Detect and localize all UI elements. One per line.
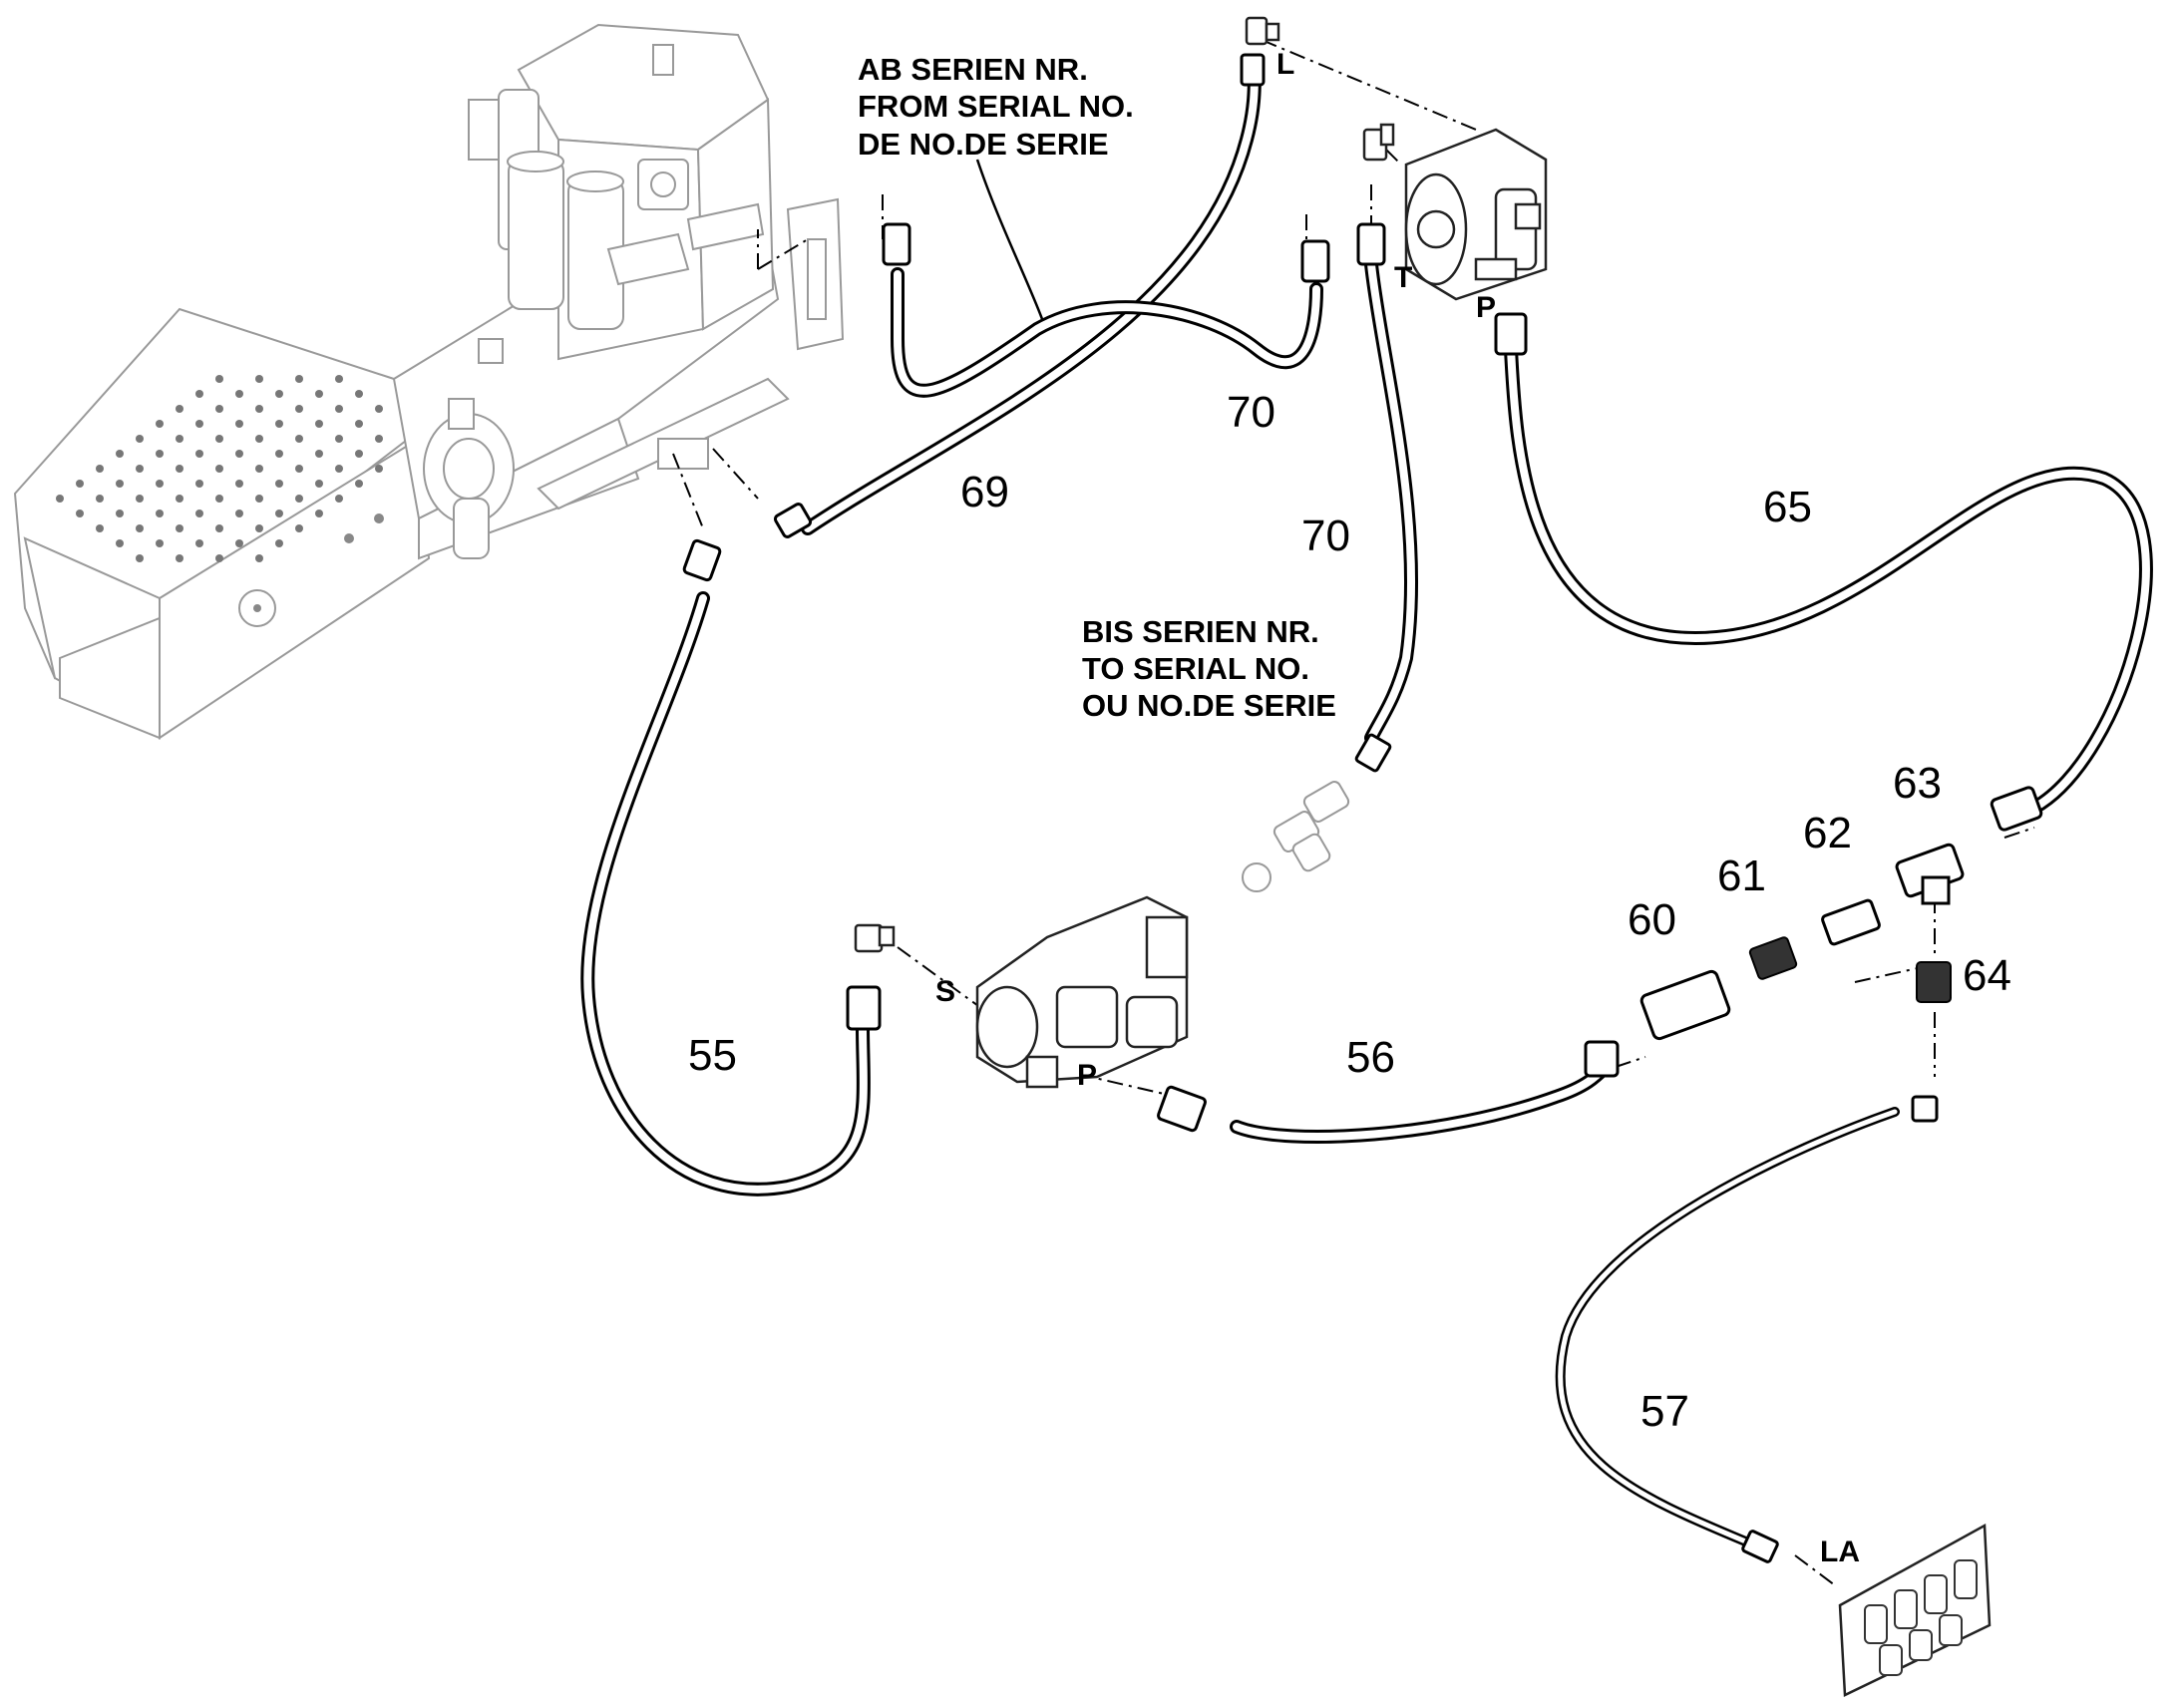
port-label-la: LA bbox=[1820, 1536, 1860, 1568]
hose-69 bbox=[801, 63, 1262, 535]
fitting-70-right bbox=[1300, 239, 1330, 283]
l-port-bracket bbox=[1245, 16, 1280, 46]
fitting-65-p bbox=[1494, 312, 1528, 356]
engine-tank-assembly bbox=[13, 23, 845, 740]
fitting-56-end bbox=[1584, 1040, 1620, 1078]
fitting-57-top bbox=[1911, 1095, 1939, 1123]
callout-65: 65 bbox=[1763, 483, 1812, 531]
s-port-bracket bbox=[854, 923, 896, 953]
callout-60: 60 bbox=[1628, 895, 1676, 944]
port-label-p-upper: P bbox=[1476, 291, 1496, 324]
hose-55 bbox=[580, 591, 871, 1196]
from-serial-note-line-3: DE NO.DE SERIE bbox=[858, 127, 1109, 162]
fitting-70-left bbox=[882, 222, 911, 266]
callout-63: 63 bbox=[1893, 759, 1942, 808]
note-leader-line bbox=[975, 159, 1044, 320]
to-serial-note-line-3: OU NO.DE SERIE bbox=[1082, 688, 1336, 723]
hose-70-lower bbox=[1364, 257, 1419, 745]
callout-61: 61 bbox=[1717, 852, 1766, 900]
callout-70-lower: 70 bbox=[1301, 512, 1350, 560]
part-62-adapter bbox=[1821, 898, 1881, 946]
fitting-57-la bbox=[1741, 1530, 1779, 1563]
port-label-s: S bbox=[935, 975, 955, 1008]
part-60-filter bbox=[1639, 969, 1731, 1041]
port-label-t: T bbox=[1394, 261, 1412, 294]
part-61-nipple bbox=[1748, 936, 1798, 980]
callout-55: 55 bbox=[688, 1031, 737, 1080]
to-serial-note-line-1: BIS SERIEN NR. bbox=[1082, 614, 1319, 649]
hose-70-upper bbox=[891, 267, 1323, 398]
hose-57 bbox=[1555, 1107, 1900, 1550]
from-serial-note-line-1: AB SERIEN NR. bbox=[858, 52, 1088, 87]
hoses bbox=[580, 63, 2153, 1550]
part-63-tee bbox=[1895, 843, 1965, 905]
fitting-69-l bbox=[1240, 53, 1266, 87]
tank-perforation-pattern bbox=[56, 375, 383, 562]
upper-pump-motor bbox=[1404, 128, 1548, 301]
callout-56: 56 bbox=[1346, 1033, 1395, 1082]
fitting-65-end bbox=[1990, 786, 2043, 832]
callout-70-upper: 70 bbox=[1227, 388, 1275, 437]
inline-parts bbox=[1639, 843, 1965, 1041]
hose-56 bbox=[1230, 1060, 1613, 1144]
part-64-fitting bbox=[1916, 961, 1952, 1003]
t-port-bracket bbox=[1362, 123, 1395, 162]
callout-57: 57 bbox=[1640, 1387, 1689, 1436]
callout-62: 62 bbox=[1803, 809, 1852, 857]
fitting-70-t bbox=[1356, 222, 1386, 266]
fitting-55-s bbox=[846, 985, 882, 1031]
callout-69: 69 bbox=[960, 468, 1009, 516]
hose-65 bbox=[1504, 342, 2153, 815]
lower-t-fittings bbox=[1242, 781, 1350, 892]
port-label-p-lower: P bbox=[1077, 1059, 1097, 1092]
fitting-56-p bbox=[1157, 1085, 1207, 1133]
hose-fittings bbox=[682, 53, 2043, 1563]
port-label-l: L bbox=[1276, 48, 1294, 81]
fitting-55-top bbox=[682, 538, 722, 582]
to-serial-note-line-2: TO SERIAL NO. bbox=[1082, 651, 1309, 686]
control-valve-block bbox=[1838, 1523, 1992, 1697]
from-serial-note-line-2: FROM SERIAL NO. bbox=[858, 89, 1134, 124]
callout-64: 64 bbox=[1963, 951, 2011, 1000]
lower-gear-pump bbox=[975, 895, 1189, 1089]
fitting-70-lower bbox=[1354, 733, 1392, 773]
fitting-69-elbow bbox=[773, 503, 813, 538]
